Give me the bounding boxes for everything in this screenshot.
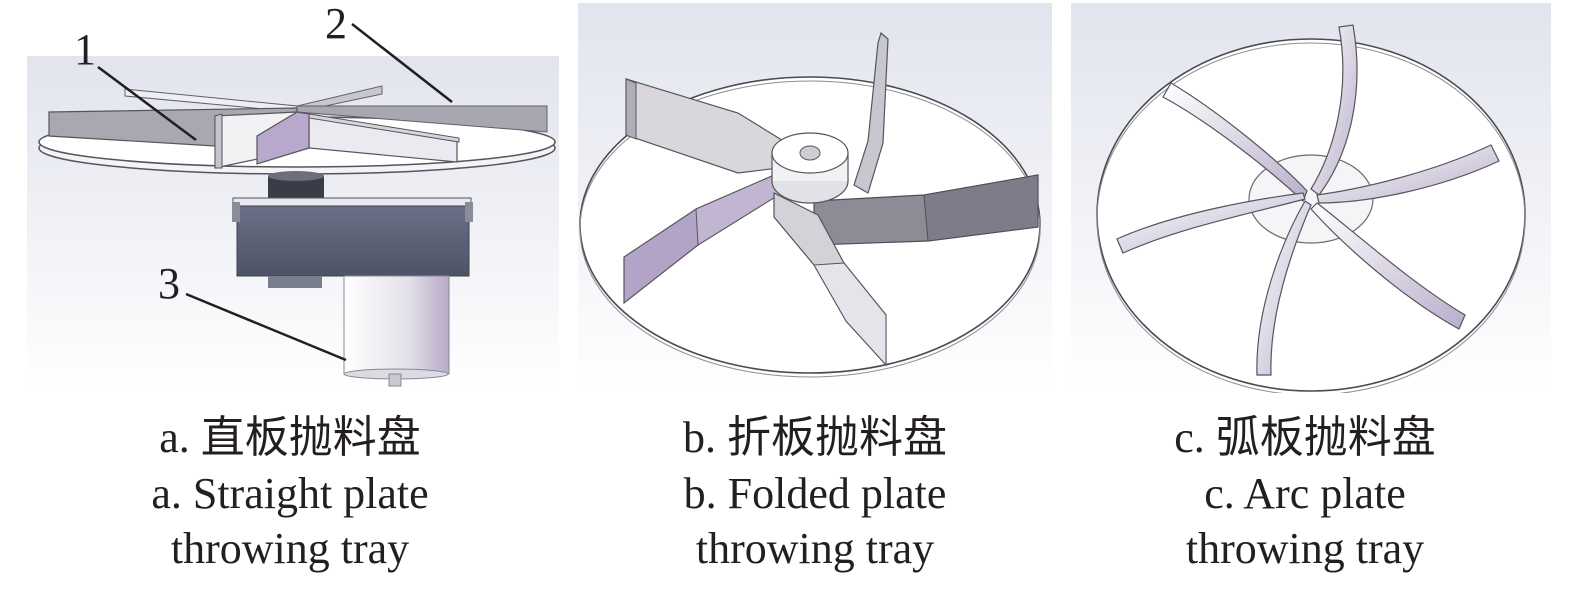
caption-c-chinese: c. 弧板抛料盘 <box>1174 413 1436 462</box>
arc-plate-tray-illustration <box>1071 3 1551 393</box>
leader-line-1 <box>97 65 197 142</box>
straight-plate-tray-illustration <box>27 56 559 393</box>
folded-plate-tray-illustration <box>578 3 1052 393</box>
caption-b-chinese: b. 折板抛料盘 <box>683 413 947 462</box>
caption-folded-plate: b. 折板抛料盘 b. Folded plate throwing tray <box>585 410 1045 576</box>
leader-line-2 <box>351 23 453 103</box>
caption-a-chinese: a. 直板抛料盘 <box>159 413 421 462</box>
caption-a-english-line2: throwing tray <box>170 524 410 573</box>
callout-label-2: 2 <box>325 0 347 48</box>
caption-b-english-line2: throwing tray <box>695 524 935 573</box>
caption-a-english-line1: a. Straight plate <box>151 469 429 518</box>
callout-label-1: 1 <box>74 25 96 74</box>
folded-plate-tray-render <box>578 3 1052 393</box>
caption-c-english-line1: c. Arc plate <box>1204 469 1406 518</box>
caption-arc-plate: c. 弧板抛料盘 c. Arc plate throwing tray <box>1075 410 1535 576</box>
straight-plate-tray-render <box>27 56 559 393</box>
leader-line-3 <box>185 292 347 362</box>
caption-straight-plate: a. 直板抛料盘 a. Straight plate throwing tray <box>60 410 520 576</box>
arc-plate-tray-render <box>1071 3 1551 393</box>
caption-b-english-line1: b. Folded plate <box>683 469 947 518</box>
caption-c-english-line2: throwing tray <box>1185 524 1425 573</box>
callout-label-3: 3 <box>158 259 180 308</box>
